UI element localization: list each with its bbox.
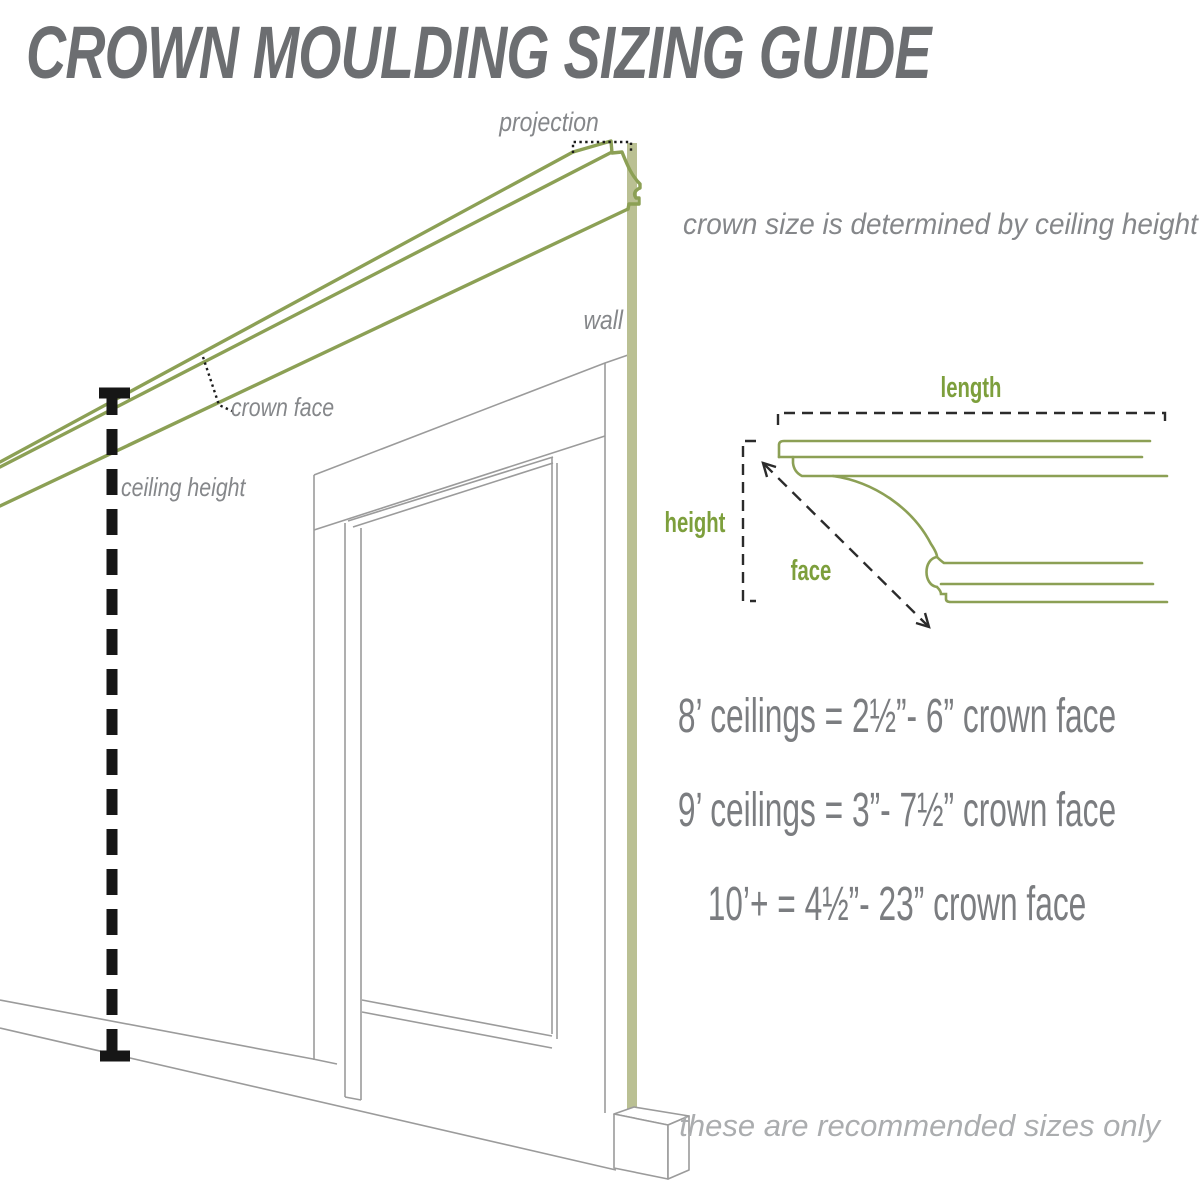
- baseboard-block: [613, 1106, 690, 1180]
- length-label: length: [940, 372, 1002, 404]
- sizing-rule-8ft: 8’ ceilings = 2½”- 6” crown face: [677, 690, 1117, 743]
- ceiling-height-label: ceiling height: [121, 472, 246, 502]
- height-label: height: [664, 507, 726, 539]
- door-frame-sketch: [0, 353, 632, 1171]
- crown-face-label: crown face: [231, 392, 335, 422]
- wall-label: wall: [583, 305, 623, 335]
- length-bracket: [776, 411, 1167, 425]
- sizing-rules: 8’ ceilings = 2½”- 6” crown face 9’ ceil…: [560, 670, 1200, 952]
- crown-profile-section: [777, 439, 1169, 604]
- crown-profile-end: [571, 139, 642, 211]
- sizing-rule-10ft: 10’+ = 4½”- 23” crown face: [707, 878, 1087, 931]
- projection-label: projection: [499, 107, 599, 137]
- ceiling-height-dashed-line: [99, 387, 130, 1062]
- wall-edge-strip: [627, 143, 637, 1113]
- crown-moulding-3d: [0, 139, 642, 508]
- sizing-rule-9ft: 9’ ceilings = 3”- 7½” crown face: [677, 784, 1117, 837]
- cross-section-diagram: [741, 411, 1169, 629]
- height-bracket: [741, 439, 756, 603]
- face-arrow: [761, 461, 931, 629]
- crown-face-tick: [201, 356, 233, 413]
- ceiling-height-note: crown size is determined by ceiling heig…: [683, 208, 1198, 241]
- footer-note: these are recommended sizes only: [679, 1108, 1160, 1143]
- face-label: face: [790, 555, 832, 587]
- page-title: CROWN MOULDING SIZING GUIDE: [26, 11, 931, 94]
